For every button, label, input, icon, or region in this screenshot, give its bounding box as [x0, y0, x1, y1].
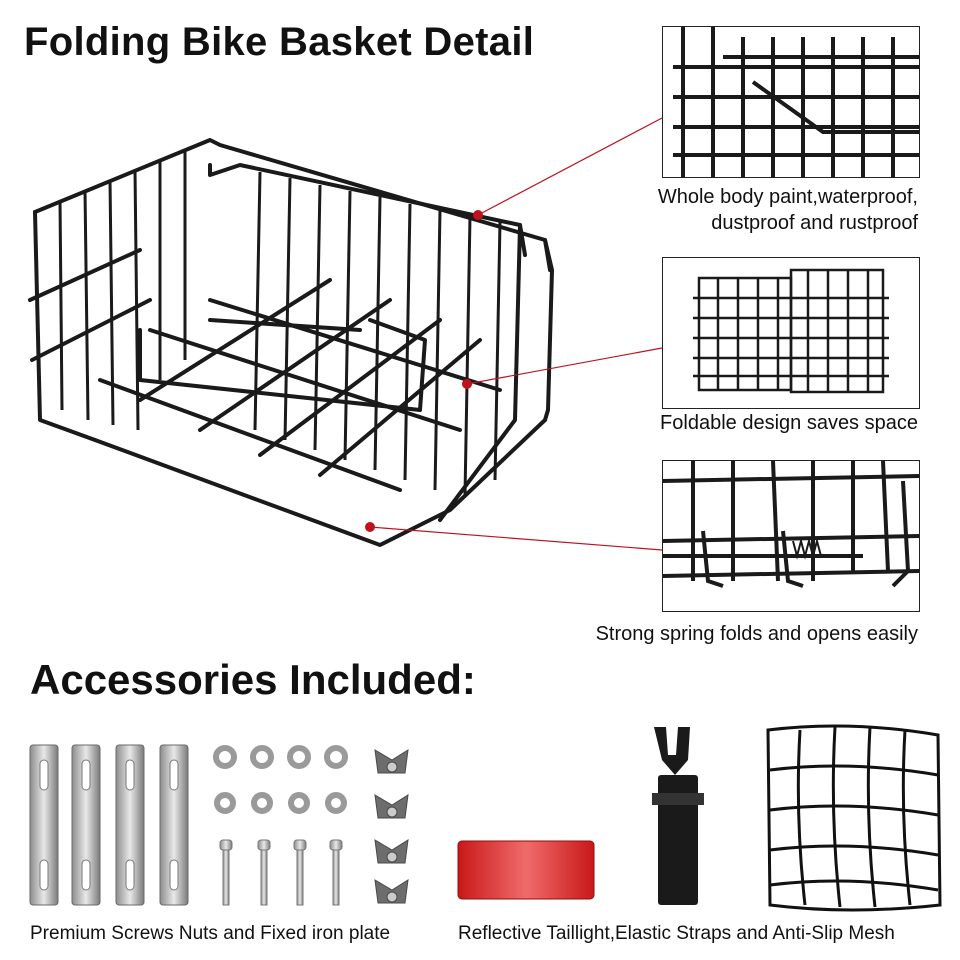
- detail-caption-paint-line1: Whole body paint,waterproof,: [657, 186, 918, 208]
- detail-caption-paint-line2: dustproof and rustproof: [711, 212, 918, 234]
- detail-caption-foldable-line1: Foldable design saves space: [660, 412, 918, 434]
- detail-caption-spring-line1: Strong spring folds and opens easily: [595, 623, 918, 645]
- wing-nuts-icon: [374, 749, 409, 904]
- cargo-net-icon: [766, 724, 942, 912]
- accessories-image: [29, 724, 942, 912]
- detail-image-spring: [662, 460, 920, 612]
- detail-caption-foldable: Foldable design saves space: [660, 410, 918, 436]
- detail-caption-paint: Whole body paint,waterproof, dustproof a…: [658, 184, 918, 236]
- detail-image-folded: [662, 257, 920, 409]
- page-title: Folding Bike Basket Detail: [24, 20, 535, 64]
- accessories-caption-extras: Reflective Taillight,Elastic Straps and …: [458, 923, 895, 944]
- reflector-icon: [457, 840, 595, 900]
- bolts-icon: [219, 839, 343, 906]
- accessories-title: Accessories Included:: [30, 656, 476, 703]
- iron-plates-icon: [29, 744, 189, 906]
- strap-icon: [652, 727, 704, 905]
- accessories-caption-hardware: Premium Screws Nuts and Fixed iron plate: [30, 923, 391, 944]
- detail-caption-spring: Strong spring folds and opens easily: [596, 621, 918, 647]
- detail-image-paint: [662, 26, 920, 178]
- washers-icon: [213, 745, 348, 814]
